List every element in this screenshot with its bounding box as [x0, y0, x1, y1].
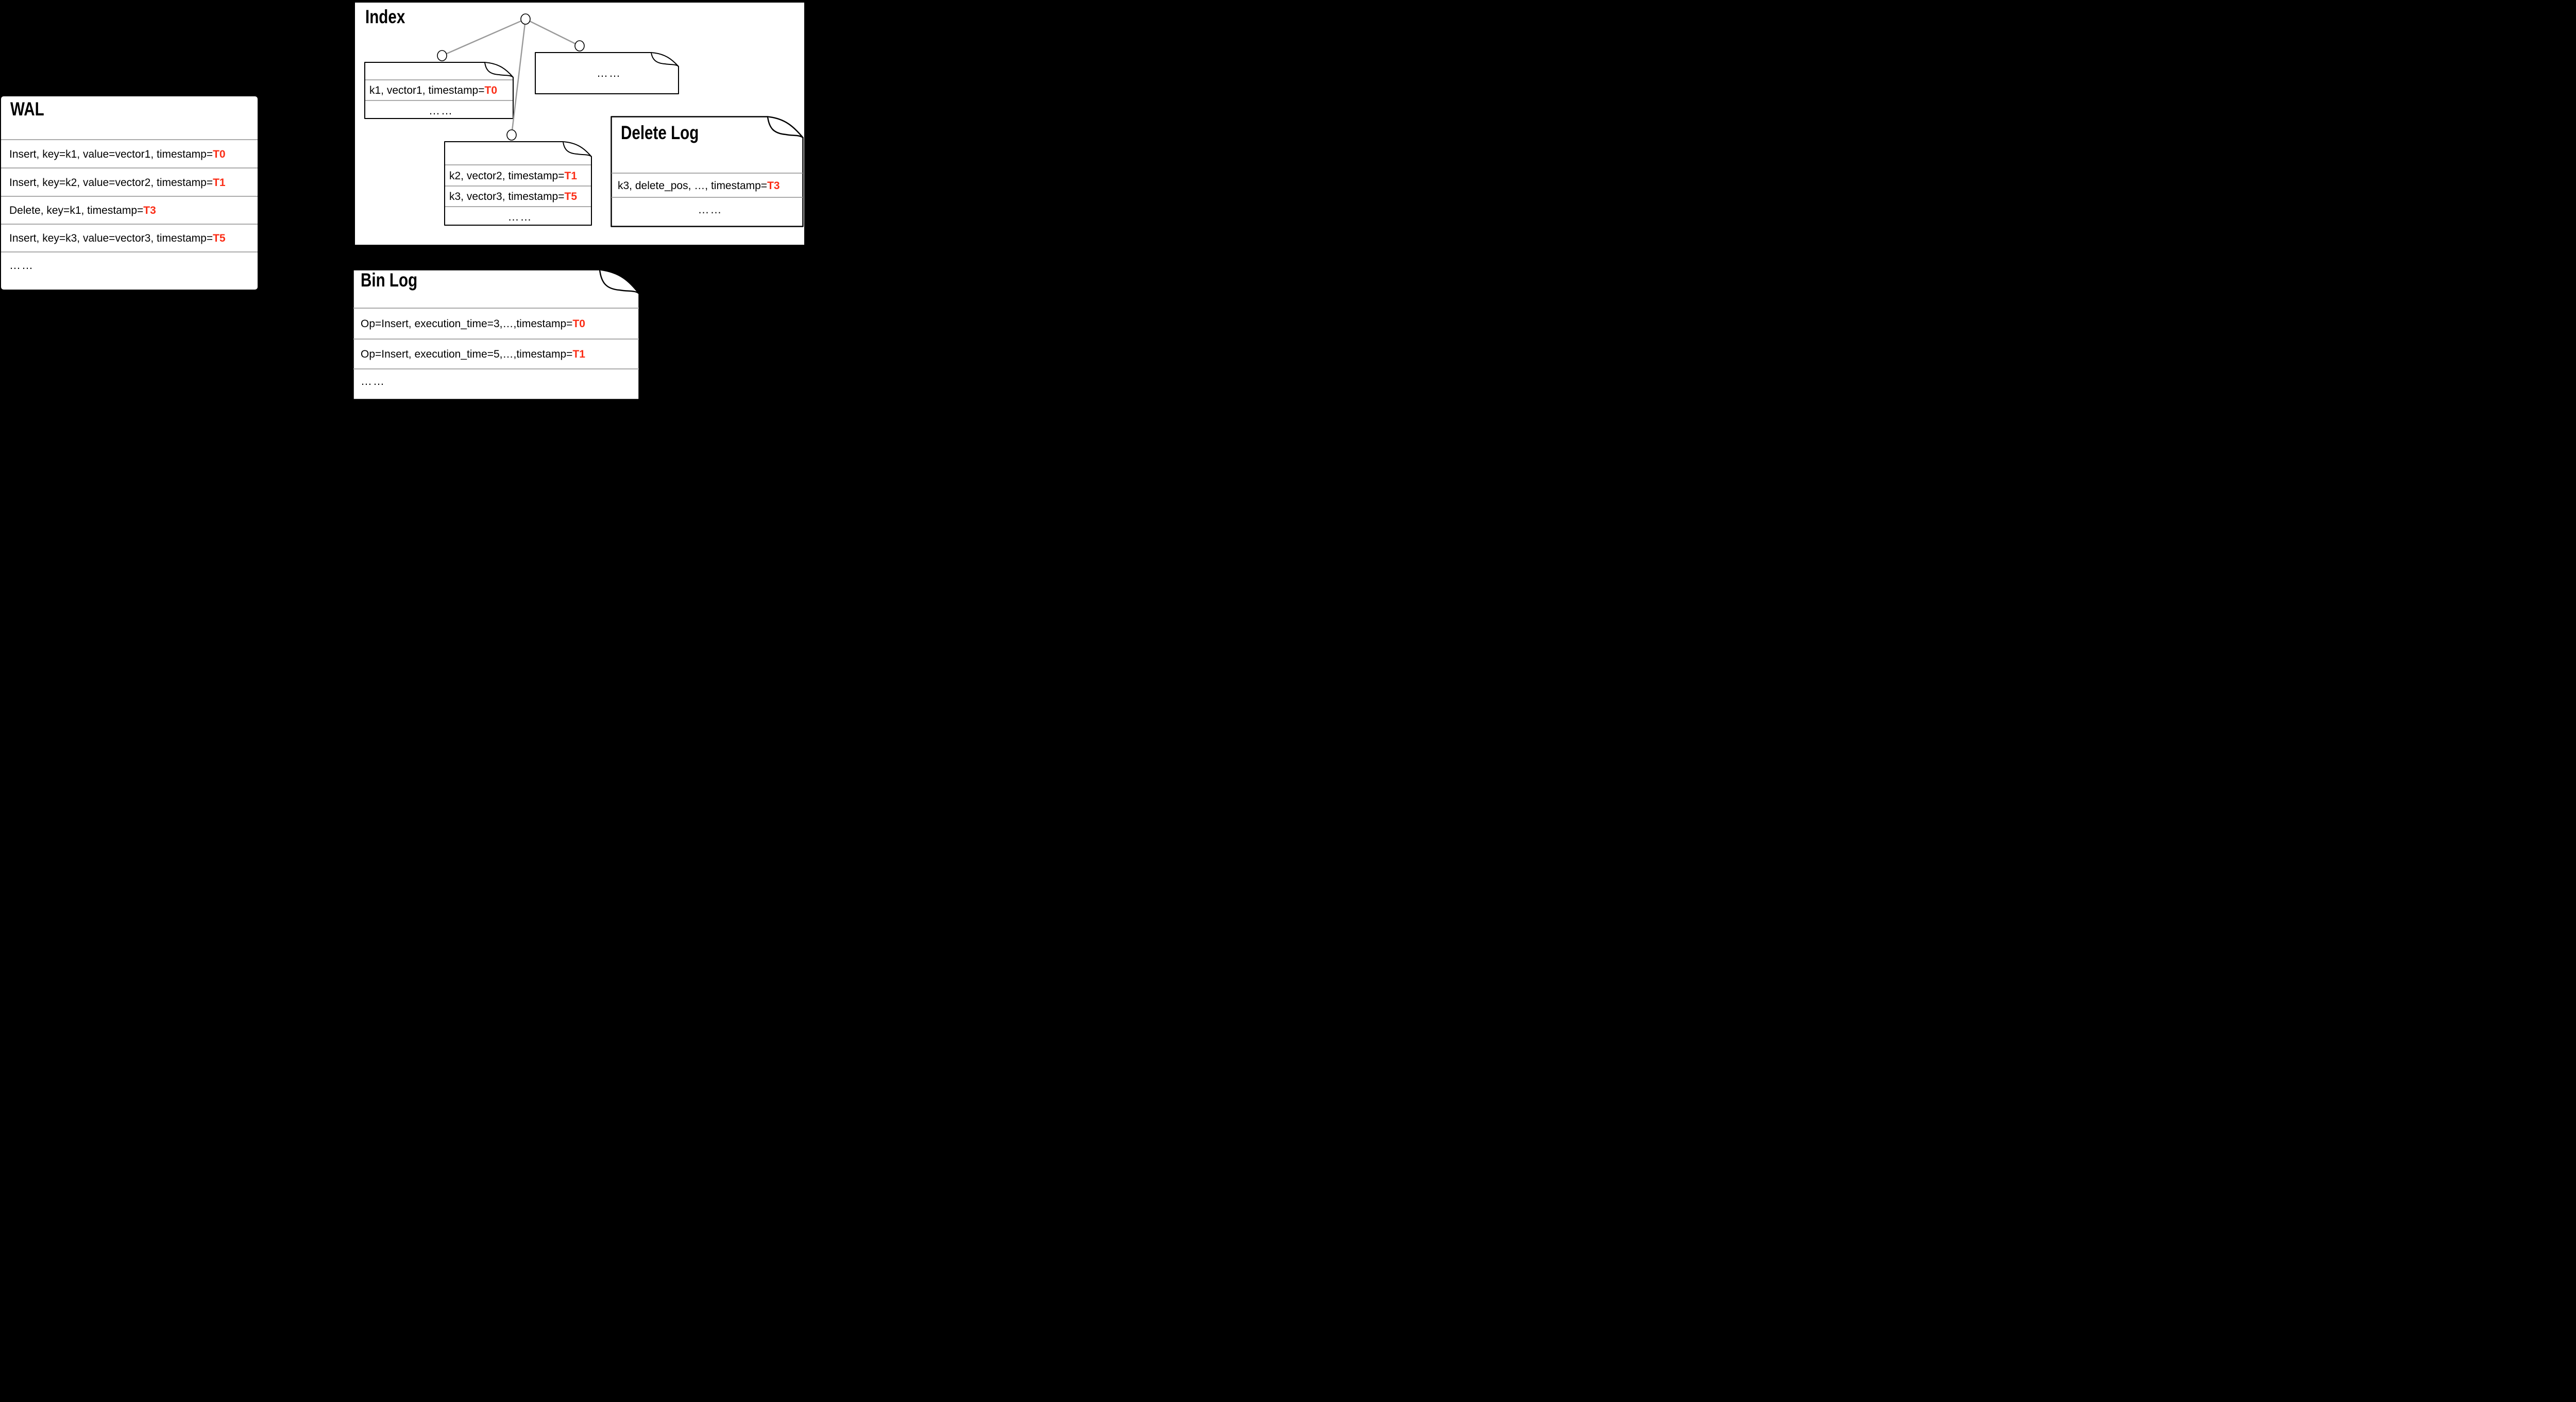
wal-title: WAL [10, 98, 44, 120]
timestamp-value: T1 [564, 170, 578, 182]
delete-log-entry: k3, delete_pos, …, timestamp=T3 [612, 173, 803, 198]
timestamp-value: T1 [213, 176, 226, 189]
document-paper-shape [535, 52, 679, 94]
timestamp-value: T5 [213, 232, 226, 244]
timestamp-value: T3 [143, 205, 156, 216]
tree-root-node [520, 13, 531, 25]
folded-corner-icon [563, 141, 592, 157]
index-title: Index [365, 6, 405, 27]
segment-row: k2, vector2, timestamp=T1 [445, 164, 591, 187]
document-paper-shape [352, 269, 640, 400]
binlog-entry: Op=Insert, execution_time=3,…,timestamp=… [353, 308, 639, 340]
timestamp-value: T0 [213, 148, 226, 160]
segment-row: k3, vector3, timestamp=T5 [445, 185, 591, 207]
folded-corner-icon [599, 269, 640, 295]
tree-left-node [437, 50, 447, 61]
bin-log-title: Bin Log [361, 269, 418, 291]
binlog-entry-ellipsis: …… [353, 368, 639, 402]
wal-entry: Insert, key=k1, value=vector1, timestamp… [1, 139, 258, 168]
segment-row-ellipsis: …… [597, 66, 621, 79]
tree-edge [511, 19, 527, 136]
timestamp-value: T3 [767, 179, 780, 192]
wal-entry: Insert, key=k2, value=vector2, timestamp… [1, 167, 258, 197]
delete-log-panel: Delete Log k3, delete_pos, …, timestamp=… [611, 116, 804, 227]
index-segment-right: …… [535, 52, 679, 94]
wal-entry-text: Delete, key=k1, timestamp= [9, 205, 144, 216]
timestamp-value: T5 [564, 191, 578, 202]
delete-log-entry-ellipsis: …… [612, 197, 803, 233]
index-segment-middle: k2, vector2, timestamp=T1 k3, vector3, t… [444, 141, 592, 226]
wal-entry-ellipsis: …… [1, 251, 258, 297]
folded-corner-icon [767, 116, 804, 139]
wal-entry-text: Insert, key=k2, value=vector2, timestamp… [9, 176, 213, 189]
timestamp-value: T0 [572, 318, 585, 330]
segment-row-ellipsis: …… [365, 100, 513, 120]
document-paper-shape [611, 116, 804, 227]
folded-corner-icon [651, 52, 679, 67]
tree-right-node [574, 40, 585, 52]
wal-panel: WAL Insert, key=k1, value=vector1, times… [1, 96, 258, 290]
document-paper-shape [444, 141, 592, 226]
tree-edge [525, 18, 580, 47]
folded-corner-icon [484, 62, 514, 78]
tree-edge [442, 18, 526, 57]
index-segment-left: k1, vector1, timestamp=T0 …… [364, 62, 514, 119]
bin-log-panel: Bin Log Op=Insert, execution_time=3,…,ti… [352, 269, 640, 400]
segment-row: k1, vector1, timestamp=T0 [365, 79, 513, 101]
wal-entry-text: Insert, key=k1, value=vector1, timestamp… [9, 148, 213, 160]
index-panel: Index k1, vector1, timestamp=T0 …… …… [353, 1, 806, 246]
timestamp-value: T1 [572, 348, 585, 360]
wal-entry: Insert, key=k3, value=vector3, timestamp… [1, 224, 258, 252]
wal-entry: Delete, key=k1, timestamp=T3 [1, 196, 258, 225]
binlog-entry: Op=Insert, execution_time=5,…,timestamp=… [353, 339, 639, 369]
diagram-canvas: WAL Insert, key=k1, value=vector1, times… [0, 0, 808, 402]
wal-entry-text: Insert, key=k3, value=vector3, timestamp… [9, 232, 213, 244]
timestamp-value: T0 [484, 85, 498, 96]
tree-middle-node [506, 129, 517, 141]
delete-log-title: Delete Log [621, 122, 699, 143]
segment-row-ellipsis: …… [445, 206, 591, 226]
